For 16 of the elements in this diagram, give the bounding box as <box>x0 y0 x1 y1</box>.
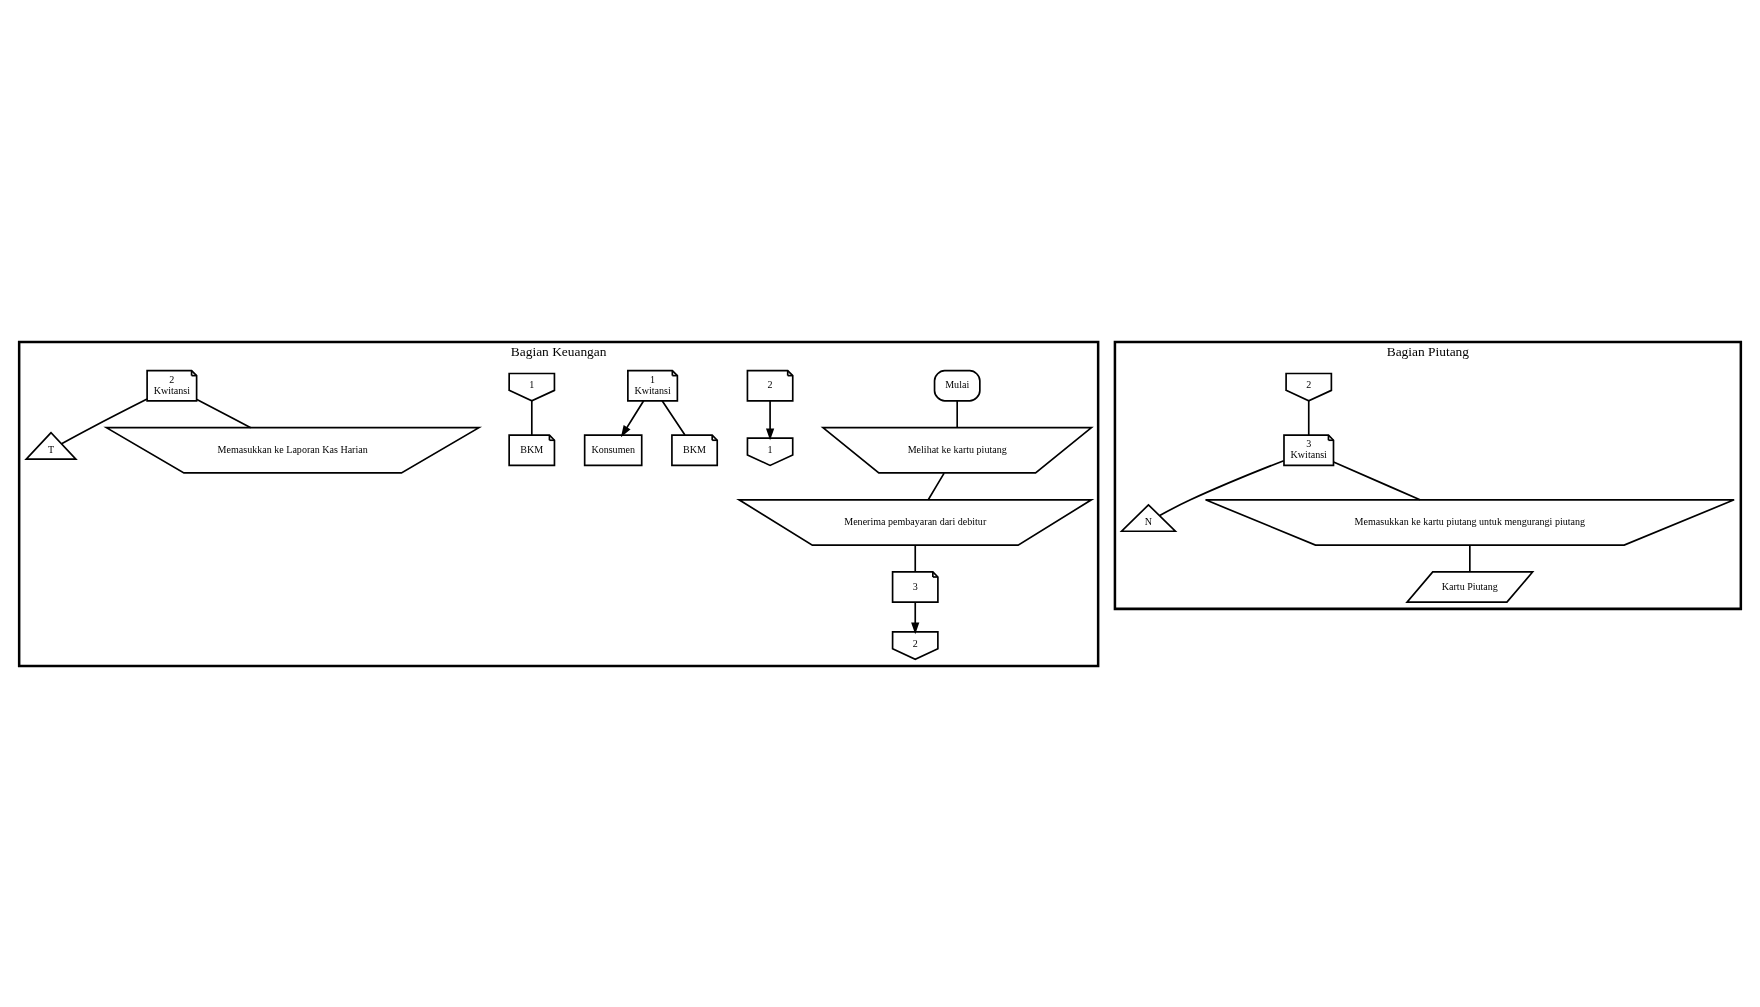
node-box: Mulai <box>933 369 981 402</box>
connector <box>927 471 945 501</box>
connector <box>661 399 686 436</box>
node-box: Konsumen <box>583 433 643 466</box>
arrow <box>620 399 645 437</box>
connector <box>1158 459 1285 516</box>
connector <box>1332 460 1421 501</box>
arrow <box>765 399 775 440</box>
connector <box>956 399 959 428</box>
connector <box>60 397 148 444</box>
connector <box>1307 399 1310 436</box>
connector <box>196 398 252 428</box>
connector <box>914 543 917 573</box>
connector <box>530 399 533 436</box>
connector <box>1469 543 1471 573</box>
arrow <box>911 601 920 634</box>
